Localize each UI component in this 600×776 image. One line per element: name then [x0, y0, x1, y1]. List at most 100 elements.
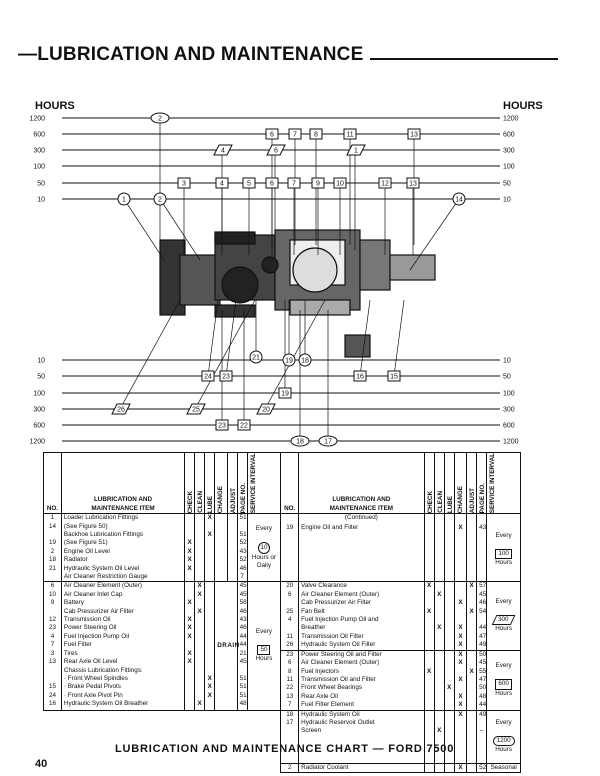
- callout-oval: [318, 435, 338, 447]
- maintenance-chart-table: NO. LUBRICATION AND MAINTENANCE ITEM CHE…: [43, 451, 521, 774]
- hour-label-right: 300: [503, 407, 515, 414]
- hour-label-left: 1200: [29, 439, 45, 446]
- callout-para: [266, 144, 286, 156]
- tractor-outline: [159, 229, 436, 358]
- callout-number: 12: [381, 181, 389, 188]
- col-no-left: NO.: [43, 451, 62, 515]
- callout-number: 6: [270, 132, 274, 139]
- callout-number: 7: [293, 132, 297, 139]
- callout-para: [256, 403, 276, 415]
- callout-number: 21: [252, 355, 260, 362]
- hour-label-left: 600: [33, 132, 45, 139]
- col-change-right: CHANGE: [456, 485, 464, 514]
- callout-box: [278, 387, 292, 399]
- callout-box: [219, 370, 233, 382]
- callout-circle: [282, 353, 296, 367]
- callout-circle: [452, 192, 466, 206]
- hour-label-left: 1200: [29, 116, 45, 123]
- callout-number: 3: [182, 181, 186, 188]
- table-row: 1 14 19 2 18 21 Loader Lubrication Fitti…: [43, 513, 521, 583]
- callout-number: 8: [314, 132, 318, 139]
- col-interval-left: SERVICE INTERVAL: [249, 453, 257, 514]
- hour-label-left: 600: [33, 423, 45, 430]
- callout-circle: [153, 192, 167, 206]
- callout-box: [215, 177, 229, 189]
- callout-box: [387, 370, 401, 382]
- callout-box: [177, 177, 191, 189]
- callout-number: 15: [390, 374, 398, 381]
- col-check-right: CHECK: [426, 490, 434, 514]
- callout-number: 13: [410, 132, 418, 139]
- col-item-left: LUBRICATION AND MAINTENANCE ITEM: [60, 451, 186, 515]
- callout-number: 2: [158, 116, 162, 123]
- hour-label-right: 600: [503, 423, 515, 430]
- table-row: 2 Radiator Coolant X 52 Seasonal: [44, 762, 521, 774]
- callout-circle: [249, 350, 263, 364]
- hour-label-right: 10: [503, 358, 511, 365]
- hour-label-right: 50: [503, 181, 511, 188]
- callout-number: 23: [222, 374, 230, 381]
- callout-number: 4: [221, 148, 225, 155]
- callout-box: [242, 177, 256, 189]
- callout-box: [309, 128, 323, 140]
- callout-para: [111, 403, 131, 415]
- table-row: 23 6 8 11 22 13 7 Power Steering Oil and…: [44, 649, 521, 711]
- callout-oval: [150, 112, 170, 124]
- page-title: —LUBRICATION AND MAINTENANCE: [18, 44, 364, 65]
- callout-number: 5: [247, 181, 251, 188]
- callout-box: [343, 128, 357, 140]
- callout-para: [186, 403, 206, 415]
- callout-number: 2: [158, 197, 162, 204]
- col-lube-right: LUBE: [446, 496, 454, 514]
- callout-box: [237, 419, 251, 431]
- hour-label-right: 100: [503, 391, 515, 398]
- col-page-right: PAGE NO.: [479, 482, 487, 514]
- callout-number: 25: [192, 407, 200, 414]
- col-clean-right: CLEAN: [436, 491, 444, 514]
- callout-box: [333, 177, 347, 189]
- callout-box: [201, 370, 215, 382]
- callout-number: 24: [204, 374, 212, 381]
- hour-label-right: 300: [503, 148, 515, 155]
- callout-box: [215, 419, 229, 431]
- chart-caption: LUBRICATION AND MAINTENANCE CHART — FORD…: [115, 743, 455, 755]
- col-item-right: LUBRICATION AND MAINTENANCE ITEM: [298, 451, 425, 515]
- col-page-left: PAGE NO.: [239, 482, 247, 514]
- col-lube-left: LUBE: [207, 496, 215, 514]
- callout-box: [288, 128, 302, 140]
- hour-label-right: 600: [503, 132, 515, 139]
- callout-number: 1: [354, 148, 358, 155]
- callout-box: [265, 128, 279, 140]
- callout-number: 16: [356, 374, 364, 381]
- callout-number: 22: [240, 423, 248, 430]
- callout-oval: [290, 435, 310, 447]
- table-row: 18 17 Hydraulic System Oil Hydraulic Res…: [43, 709, 521, 773]
- callout-number: 14: [455, 197, 463, 204]
- callout-box: [265, 177, 279, 189]
- hour-label-left: 50: [37, 374, 45, 381]
- callout-number: 9: [316, 181, 320, 188]
- hour-label-left: 100: [33, 164, 45, 171]
- callout-box: [407, 128, 421, 140]
- hour-label-right: 100: [503, 164, 515, 171]
- callout-number: 6: [270, 181, 274, 188]
- hour-label-left: 300: [33, 407, 45, 414]
- callout-number: 10: [336, 181, 344, 188]
- hours-label-right: HOURS: [503, 100, 543, 112]
- col-change-left: CHANGE: [217, 485, 225, 514]
- callout-circle: [117, 192, 131, 206]
- callout-number: 17: [324, 439, 332, 446]
- callout-number: 7: [292, 181, 296, 188]
- page-number: 40: [35, 758, 48, 770]
- callout-number: 13: [409, 181, 417, 188]
- col-check-left: CHECK: [187, 490, 195, 514]
- table-row: 6 10 9 12 23 4 7 3 13 15 24 16 Air Clean…: [43, 581, 521, 711]
- col-clean-left: CLEAN: [197, 491, 205, 514]
- hour-label-left: 10: [37, 197, 45, 204]
- title-rule: [370, 58, 558, 60]
- callout-number: 1: [122, 197, 126, 204]
- callout-number: 4: [220, 181, 224, 188]
- hour-label-right: 1200: [503, 116, 519, 123]
- callout-number: 19: [281, 391, 289, 398]
